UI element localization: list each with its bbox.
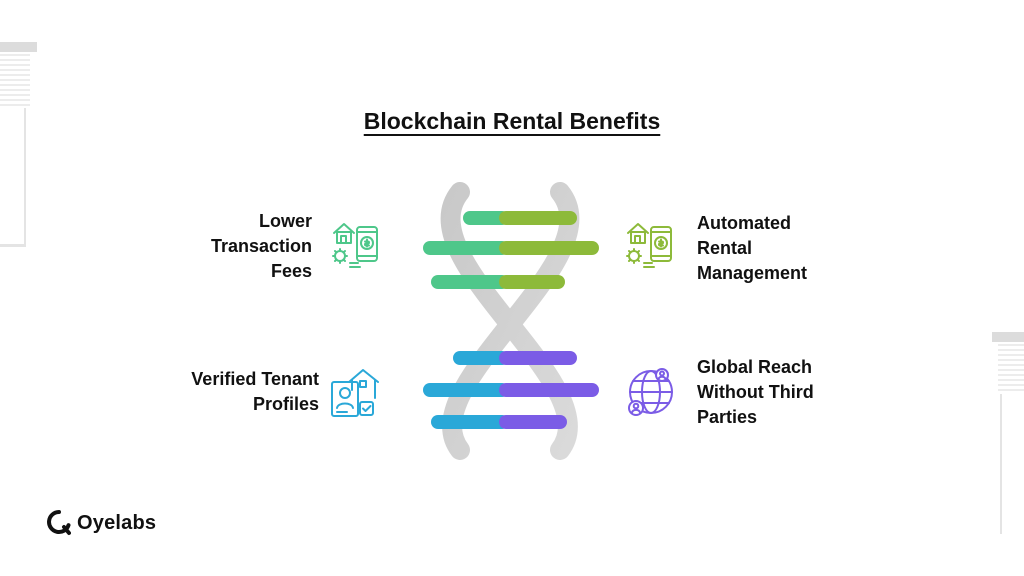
tenant-id-card-icon: [331, 369, 379, 417]
diagram-title: Blockchain Rental Benefits: [363, 108, 661, 134]
benefit-label-line: Automated: [697, 213, 791, 233]
oyelabs-logo: Oyelabs: [47, 509, 156, 537]
benefit-label-line: Global Reach: [697, 357, 813, 377]
benefit-label-line: Fees: [270, 261, 312, 281]
benefit-label-verified-tenant-profiles: Verified Tenant Profiles: [191, 367, 319, 417]
property-payment-icon: [626, 223, 672, 268]
helix-rungs-top: [423, 211, 599, 289]
benefit-label-line: Management: [697, 263, 808, 283]
benefit-label-line: Lower: [258, 211, 312, 231]
helix-strand-b: [442, 182, 580, 460]
oyelabs-logo-icon: [47, 510, 71, 535]
benefit-label-line: Transaction: [210, 236, 312, 256]
helix-rungs-bottom: [423, 351, 599, 429]
left-window-blind-decoration: [0, 42, 37, 247]
helix-strands: [440, 182, 580, 460]
benefit-label-global-reach: Global Reach Without Third Parties: [697, 355, 814, 430]
globe-users-icon: [628, 368, 673, 416]
dna-helix: [423, 182, 599, 460]
right-window-blind-decoration: [992, 332, 1024, 534]
benefit-label-line: Rental: [697, 238, 753, 258]
benefit-label-line: Verified Tenant: [191, 369, 319, 389]
oyelabs-logo-text: Oyelabs: [77, 511, 157, 534]
benefit-label-lower-transaction-fees: Lower Transaction Fees: [211, 209, 312, 284]
benefit-label-line: Profiles: [252, 394, 319, 414]
benefit-label-line: Without Third: [697, 382, 814, 402]
benefit-label-automated-rental-management: Automated Rental Management: [697, 211, 807, 286]
property-payment-icon: [332, 223, 378, 268]
benefit-label-line: Parties: [697, 407, 758, 427]
